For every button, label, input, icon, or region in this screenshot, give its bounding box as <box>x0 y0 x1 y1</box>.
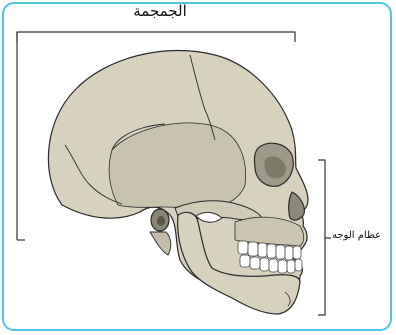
ear-canal-inner <box>157 216 165 226</box>
facial-bones-bracket <box>318 160 331 315</box>
skull-label: الجمجمة <box>100 2 220 20</box>
skull <box>48 50 308 314</box>
mastoid-process <box>150 232 171 255</box>
facial-bones-label: عظام الوجه <box>332 230 381 241</box>
